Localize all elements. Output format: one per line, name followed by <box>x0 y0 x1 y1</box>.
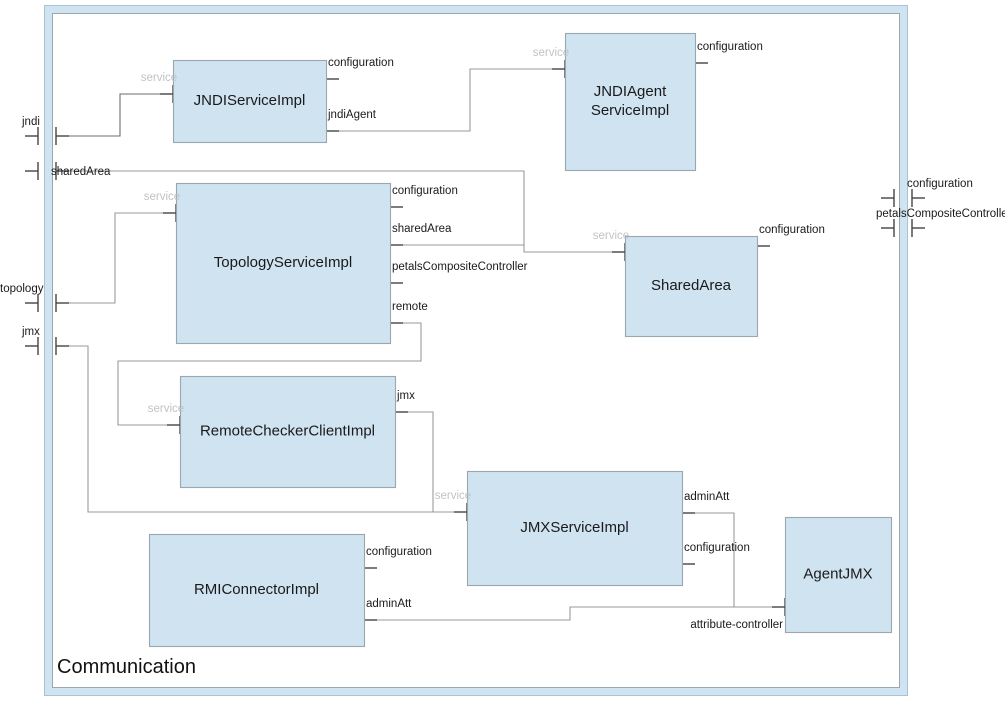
block-label-rmi-connector-impl: RMIConnectorImpl <box>194 581 319 598</box>
block-rmi-connector-impl[interactable] <box>148 533 366 648</box>
port-label-shared-area-configuration: configuration <box>759 224 825 236</box>
diagram-title: Communication <box>57 656 196 678</box>
port-label-jndi-agent-service-impl-configuration: configuration <box>697 41 763 53</box>
wire-rmi-adminatt <box>377 606 772 621</box>
boundary-left-jndi-socket-inner <box>55 127 69 145</box>
boundary-port-label-topology: topology <box>0 283 44 295</box>
block-topology-service-impl[interactable] <box>175 182 392 345</box>
boundary-right-petalsCompositeController-socket-outer <box>881 219 895 237</box>
port-label-topology-service-impl-service: service <box>144 191 180 203</box>
port-label-jndi-service-impl-configuration: configuration <box>328 57 394 69</box>
block-label-shared-area: SharedArea <box>651 277 732 294</box>
boundary-port-label-petalsCompositeController: petalsCompositeController <box>876 208 1005 220</box>
block-label-jndi-service-impl: JNDIServiceImpl <box>194 92 306 109</box>
block-jndi-service-impl[interactable] <box>172 59 328 144</box>
port-label-jmx-service-impl-configuration: configuration <box>684 542 750 554</box>
boundary-port-label-sharedArea: sharedArea <box>51 166 111 178</box>
wire-jndi-to-jndiservice <box>63 93 160 137</box>
port-label-topology-service-impl-configuration: configuration <box>392 185 458 197</box>
boundary-port-label-jmx: jmx <box>21 326 40 338</box>
boundary-left-sharedArea-socket-inner <box>55 162 69 180</box>
port-label-remote-checker-client-impl-service: service <box>148 403 184 415</box>
port-label-jmx-service-impl-service: service <box>435 490 471 502</box>
boundary-left-jndi-socket-outer <box>25 127 39 145</box>
block-jndi-agent-service-impl[interactable] <box>564 32 697 172</box>
diagram-labels: JNDIServiceImplserviceconfigurationjndiA… <box>0 41 1005 678</box>
port-label-remote-checker-client-impl-jmx: jmx <box>396 390 415 402</box>
boundary-left-jmx-socket-outer <box>25 337 39 355</box>
port-label-shared-area-service: service <box>593 230 629 242</box>
boundary-left-topology-socket-inner <box>55 294 69 312</box>
boundary-port-label-jndi: jndi <box>21 116 40 128</box>
block-agent-jmx[interactable] <box>784 516 893 634</box>
boundary-left-sharedArea-socket-outer <box>25 162 39 180</box>
block-label-remote-checker-client-impl: RemoteCheckerClientImpl <box>200 422 375 439</box>
block-label-agent-jmx: AgentJMX <box>803 565 872 582</box>
port-label-jmx-service-impl-adminAtt: adminAtt <box>684 491 730 503</box>
component-blocks <box>148 32 893 648</box>
port-label-topology-service-impl-remote: remote <box>392 301 428 313</box>
port-label-topology-service-impl-petalsCompositeController: petalsCompositeController <box>392 261 528 273</box>
boundary-right-configuration-socket-inner <box>911 189 925 207</box>
block-label-topology-service-impl: TopologyServiceImpl <box>214 254 352 271</box>
block-label-jmx-service-impl: JMXServiceImpl <box>520 519 628 536</box>
port-label-agent-jmx-attribute-controller: attribute-controller <box>690 619 783 631</box>
boundary-right-configuration-socket-outer <box>881 189 895 207</box>
port-label-topology-service-impl-sharedArea: sharedArea <box>392 223 452 235</box>
block-label-jndi-agent-service-impl: JNDIAgent <box>594 83 667 100</box>
wire-jndiagent <box>339 68 552 132</box>
block-remote-checker-client-impl[interactable] <box>179 375 397 489</box>
block-label-jndi-agent-service-impl: ServiceImpl <box>591 102 669 119</box>
wire-topology-to-topologyservice <box>63 212 163 304</box>
boundary-left-topology-socket-outer <box>25 294 39 312</box>
boundary-right-petalsCompositeController-socket-inner <box>911 219 925 237</box>
port-label-jndi-service-impl-jndiAgent: jndiAgent <box>327 109 377 121</box>
wire-remote-to-remotechecker <box>117 322 422 426</box>
port-label-jndi-service-impl-service: service <box>141 72 177 84</box>
boundary-port-label-configuration: configuration <box>907 178 973 190</box>
port-label-rmi-connector-impl-adminAtt: adminAtt <box>366 598 412 610</box>
block-shared-area[interactable] <box>624 235 759 338</box>
boundary-left-jmx-socket-inner <box>55 337 69 355</box>
port-label-jndi-agent-service-impl-service: service <box>533 47 569 59</box>
port-label-rmi-connector-impl-configuration: configuration <box>366 546 432 558</box>
wire-jmx-to-jmxservice <box>63 345 454 513</box>
block-jmx-service-impl[interactable] <box>466 470 684 587</box>
connector-wires <box>63 68 772 621</box>
wire-remotechecker-jmx <box>408 411 434 512</box>
wire-sharedarea-rail <box>63 170 612 253</box>
